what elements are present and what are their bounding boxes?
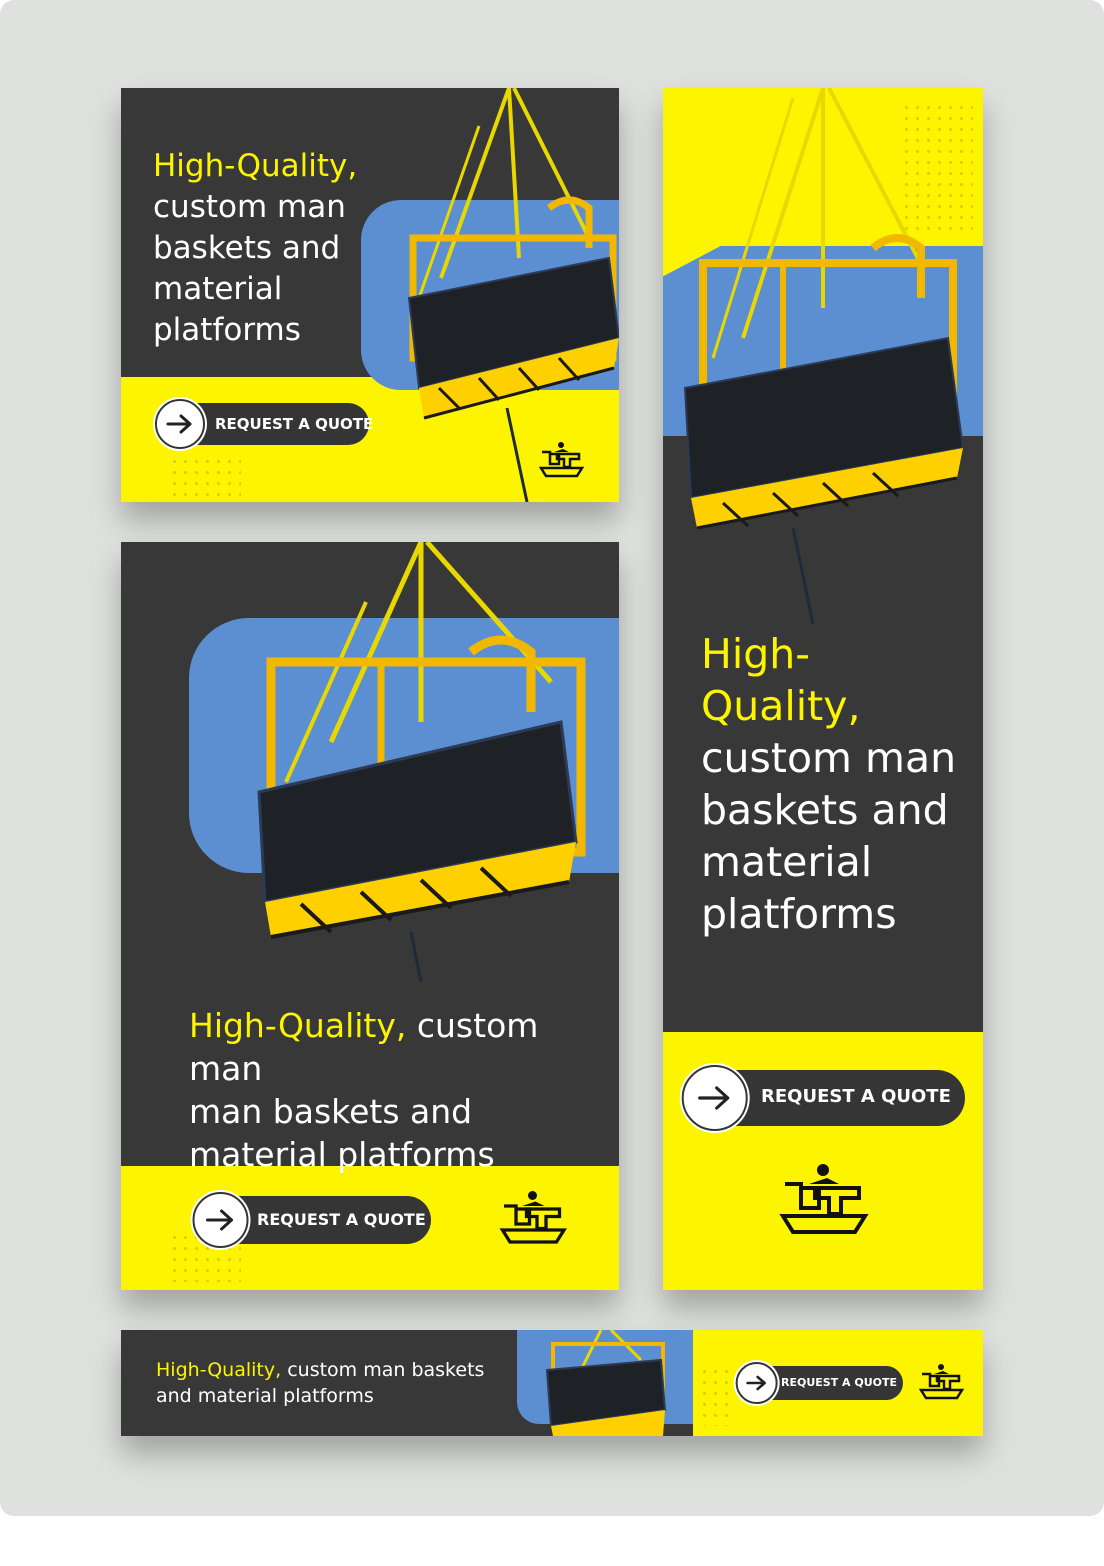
ad-skyscraper[interactable]: High- Quality, custom man baskets and ma… (663, 88, 983, 1290)
arrow-right-icon (155, 399, 205, 449)
dot-pattern (699, 1366, 735, 1426)
dot-pattern (901, 102, 973, 232)
headline-highlight: High-Quality, (156, 1359, 282, 1381)
headline-line: material platforms (189, 1135, 495, 1174)
headline-line: material (153, 271, 283, 307)
ad-skyscraper-headline: High- Quality, custom man baskets and ma… (701, 628, 956, 940)
lt-logo-icon (538, 440, 585, 484)
headline-highlight: High-Quality, (153, 148, 358, 184)
headline-highlight: High- (701, 630, 811, 678)
headline-line: man baskets and (189, 1092, 473, 1131)
artboard: High-Quality, custom man baskets and mat… (0, 0, 1104, 1516)
headline-line: material (701, 838, 873, 886)
request-quote-label: REQUEST A QUOTE (781, 1376, 898, 1389)
request-quote-button[interactable]: REQUEST A QUOTE (192, 1192, 431, 1248)
headline-highlight: High-Quality, (189, 1006, 407, 1045)
request-quote-label: REQUEST A QUOTE (257, 1210, 426, 1229)
ad-square-headline: High-Quality, custom man baskets and mat… (153, 146, 357, 351)
arrow-right-icon (192, 1192, 249, 1248)
headline-line: custom man baskets (287, 1359, 485, 1381)
man-basket-image (541, 1330, 671, 1436)
headline-line: platforms (701, 890, 897, 938)
request-quote-button[interactable]: REQUEST A QUOTE (155, 399, 373, 449)
lt-logo-icon (499, 1188, 569, 1252)
headline-line: baskets and (153, 230, 341, 266)
ad-leaderboard-headline: High-Quality, custom man baskets and mat… (156, 1357, 484, 1409)
request-quote-label: REQUEST A QUOTE (761, 1086, 951, 1107)
headline-line: custom man (189, 1006, 539, 1088)
ad-skyscraper-body (663, 436, 983, 1032)
request-quote-label: REQUEST A QUOTE (215, 415, 374, 433)
man-basket-image (399, 88, 619, 502)
headline-line: platforms (153, 312, 301, 348)
headline-line: custom man (153, 189, 346, 225)
arrow-right-icon (681, 1065, 748, 1131)
ad-square[interactable]: High-Quality, custom man baskets and mat… (121, 88, 619, 502)
ad-rectangle-headline: High-Quality, custom man man baskets and… (189, 1004, 619, 1176)
man-basket-image (673, 88, 973, 628)
headline-line: and material platforms (156, 1385, 374, 1407)
ad-rectangle[interactable]: High-Quality, custom man man baskets and… (121, 542, 619, 1290)
headline-line: baskets and (701, 786, 949, 834)
request-quote-button[interactable]: REQUEST A QUOTE (681, 1065, 965, 1131)
lt-logo-icon (779, 1160, 871, 1244)
ad-leaderboard[interactable]: High-Quality, custom man baskets and mat… (121, 1330, 983, 1436)
request-quote-button[interactable]: REQUEST A QUOTE (735, 1362, 903, 1404)
dot-pattern (169, 456, 241, 496)
headline-line: custom man (701, 734, 957, 782)
headline-highlight: Quality, (701, 682, 861, 730)
lt-logo-icon (918, 1362, 965, 1406)
man-basket-image (241, 542, 601, 982)
arrow-right-icon (735, 1362, 778, 1404)
